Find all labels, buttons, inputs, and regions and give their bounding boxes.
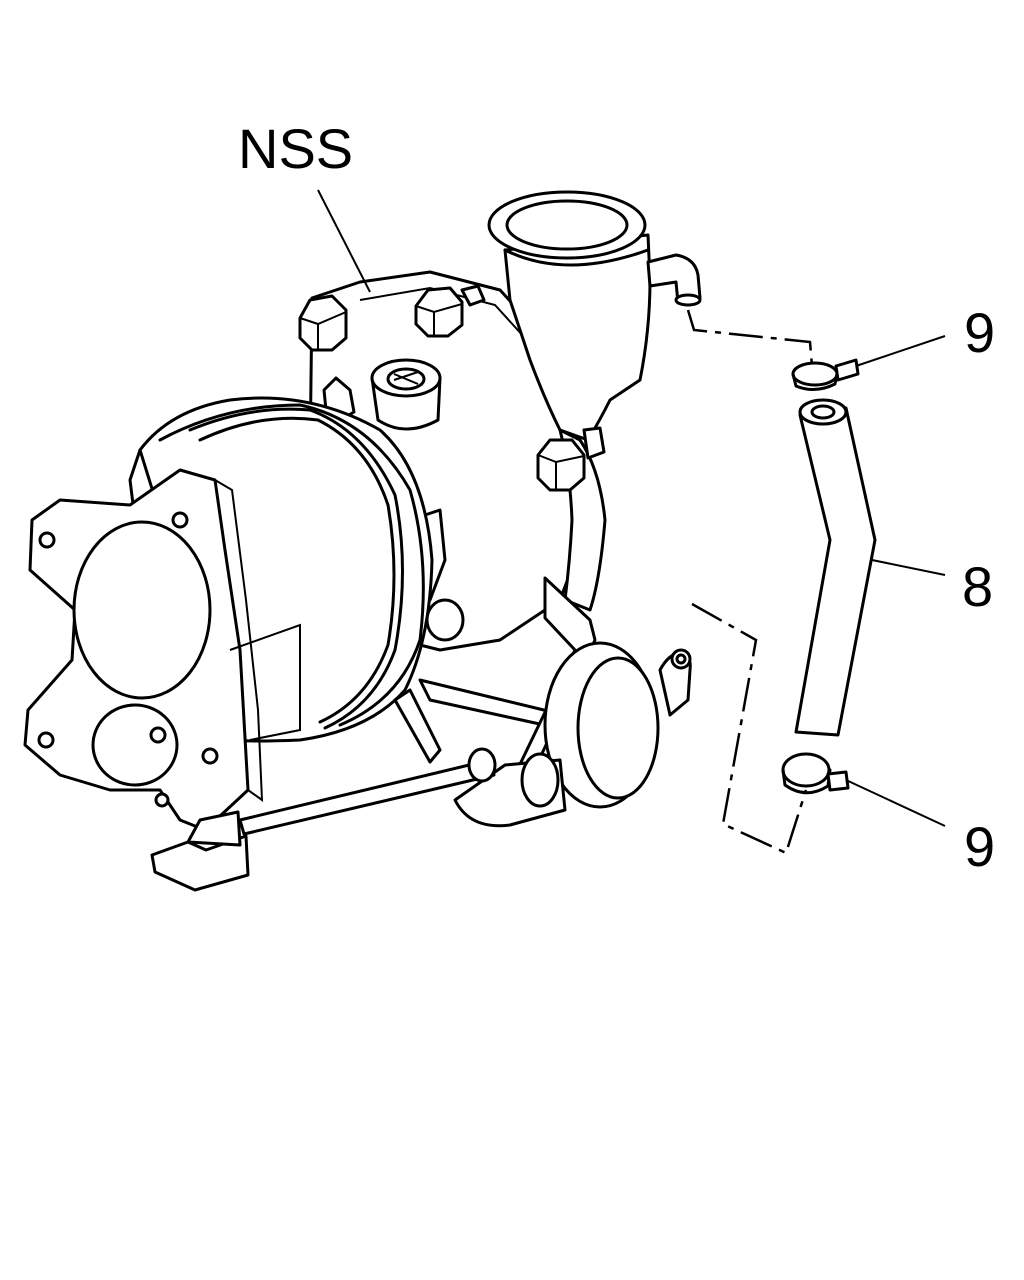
leader-lines bbox=[317, 189, 946, 827]
callout-nss: NSS bbox=[238, 117, 353, 180]
hose-clamp-upper bbox=[791, 358, 860, 391]
hose bbox=[794, 398, 877, 737]
turbine-inlet-flange bbox=[23, 468, 301, 832]
callout-hose: 8 bbox=[962, 555, 993, 618]
oil-port-boss bbox=[370, 358, 442, 431]
bolt-top-center bbox=[414, 284, 486, 338]
compressor-outlet-elbow bbox=[487, 190, 702, 612]
callout-labels: NSS 9 8 9 bbox=[238, 117, 995, 878]
assembly-guide-lines bbox=[686, 309, 814, 855]
bolt-top-left bbox=[298, 294, 348, 352]
wastegate-actuator bbox=[453, 641, 692, 828]
housing-bolts bbox=[298, 284, 606, 492]
callout-hose-clamp-upper: 9 bbox=[964, 301, 995, 364]
callout-hose-clamp-lower: 9 bbox=[964, 815, 995, 878]
wastegate-rod bbox=[150, 747, 497, 892]
hose-clamp-lower bbox=[781, 752, 850, 795]
bolt-right bbox=[536, 426, 606, 492]
